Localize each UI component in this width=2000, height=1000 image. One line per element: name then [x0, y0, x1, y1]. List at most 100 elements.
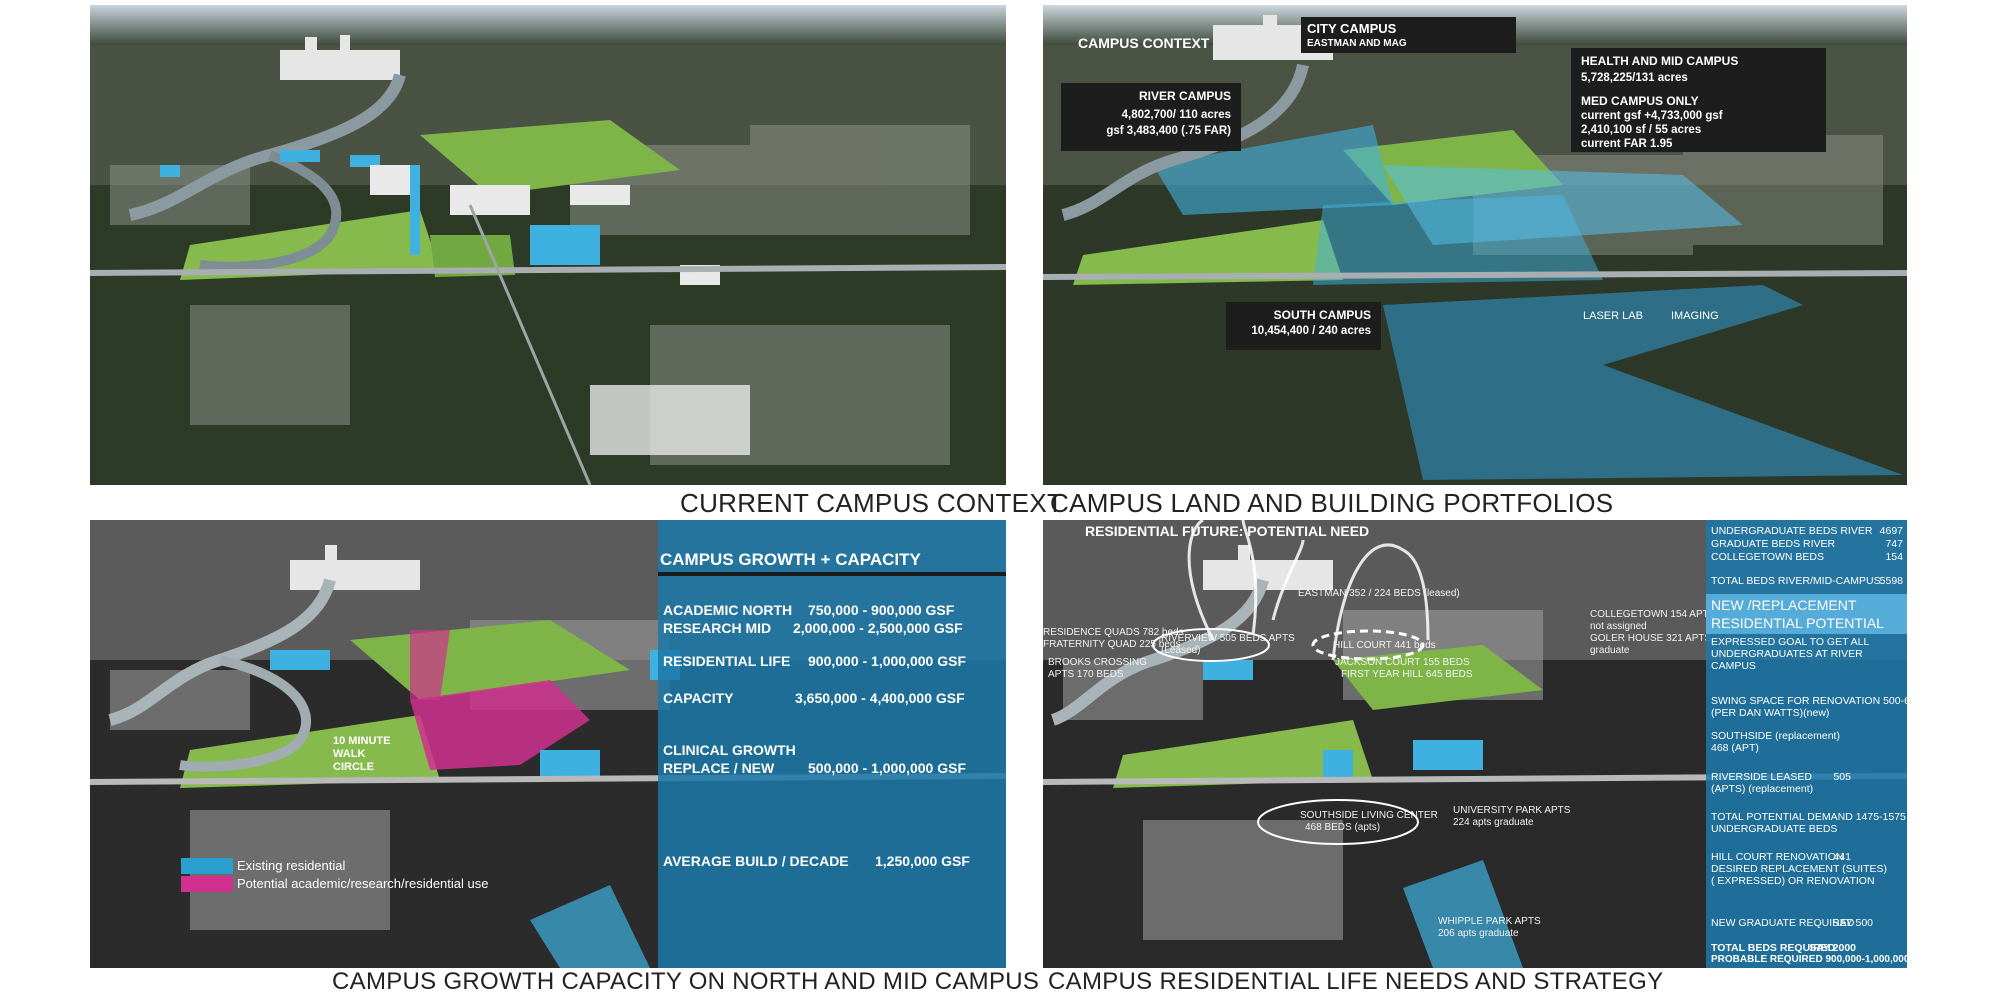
new-replacement-banner: NEW /REPLACEMENT RESIDENTIAL POTENTIAL: [1706, 594, 1907, 634]
expressed-goal-2: UNDERGRADUATES AT RIVER: [1711, 648, 1863, 660]
residential-potential-title: RESIDENTIAL POTENTIAL: [1711, 615, 1884, 631]
med-campus-gsf: current gsf +4,733,000 gsf: [1581, 110, 1723, 122]
aerial-map-image: [90, 5, 1006, 485]
new-graduate-required-value: SAY 500: [1832, 917, 1873, 929]
swing-space-2: (PER DAN WATTS)(new): [1711, 707, 1830, 719]
map-label-not-assigned: not assigned: [1590, 621, 1647, 632]
row-replace-new-label: REPLACE / NEW: [663, 760, 775, 776]
map-label-residence-quads: RESIDENCE QUADS 782 beds: [1043, 627, 1184, 638]
panel-land-building-portfolios: CAMPUS CONTEXT CITY CAMPUS EASTMAN AND M…: [1043, 5, 1907, 485]
legend-swatch-potential: [181, 876, 233, 892]
bed-collegetown-label: COLLEGETOWN BEDS: [1711, 551, 1824, 563]
legend-swatch-existing: [181, 858, 233, 874]
map-label-whipple-park: WHIPPLE PARK APTS: [1438, 916, 1541, 927]
caption-land-building-portfolios: CAMPUS LAND AND BUILDING PORTFOLIOS: [1050, 488, 1614, 518]
health-mid-campus-box: HEALTH AND MID CAMPUS 5,728,225/131 acre…: [1571, 48, 1826, 152]
walk-circle-label-3: CIRCLE: [333, 761, 374, 773]
riverside-leased: RIVERSIDE LEASED 505: [1711, 771, 1851, 783]
bed-total-river-mid: TOTAL BEDS RIVER/MID-CAMPUS 5598: [1711, 575, 1903, 587]
growth-capacity-panel: CAMPUS GROWTH + CAPACITY: [658, 520, 1006, 968]
caption-residential-life: CAMPUS RESIDENTIAL LIFE NEEDS AND STRATE…: [1048, 968, 1664, 995]
map-label-southside: SOUTHSIDE LIVING CENTER: [1300, 810, 1438, 821]
south-campus-box: SOUTH CAMPUS 10,454,400 / 240 acres: [1226, 302, 1381, 350]
hill-court-renovation-label: HILL COURT RENOVATION: [1711, 851, 1844, 863]
map-label-riverview: RIVERVIEW 505 BEDS APTS: [1161, 633, 1295, 644]
row-replace-new-value: 500,000 - 1,000,000 GSF: [808, 760, 966, 776]
south-campus-title: SOUTH CAMPUS: [1273, 308, 1371, 322]
row-residential-life-value: 900,000 - 1,000,000 GSF: [808, 653, 966, 669]
riverside-apts: (APTS) (replacement): [1711, 783, 1814, 795]
health-mid-area: 5,728,225/131 acres: [1581, 72, 1688, 84]
title-underline-bar: [658, 572, 1006, 576]
panel-current-campus-context: [90, 5, 1006, 485]
river-campus-gsf: gsf 3,483,400 (.75 FAR): [1106, 125, 1231, 137]
map-label-whipple-grad: 206 apts graduate: [1438, 928, 1519, 939]
map-label-riverview-leased: (Leased): [1161, 645, 1201, 656]
map-label-hill-court: HILL COURT 441 beds: [1333, 640, 1436, 651]
south-campus-area: 10,454,400 / 240 acres: [1251, 325, 1371, 337]
map-label-eastman: EASTMAN 352 / 224 BEDS (leased): [1298, 588, 1460, 599]
new-graduate-required-label: NEW GRADUATE REQUIRED: [1711, 917, 1855, 929]
campus-context-label: CAMPUS CONTEXT: [1078, 35, 1210, 51]
hill-court-desired: DESIRED REPLACEMENT (SUITES): [1711, 863, 1888, 875]
new-graduate-required: NEW GRADUATE REQUIRED SAY 500: [1711, 917, 1873, 929]
med-campus-title: MED CAMPUS ONLY: [1581, 94, 1699, 108]
map-label-fraternity-quad: FRATERNITY QUAD 225 beds: [1043, 639, 1181, 650]
bed-undergrad-river-value: 4697: [1879, 525, 1903, 537]
map-label-brooks-apts: APTS 170 BEDS: [1048, 669, 1124, 680]
river-campus-title: RIVER CAMPUS: [1138, 89, 1231, 103]
legend-label-potential: Potential academic/research/residential …: [237, 876, 489, 891]
map-label-goler-graduate: graduate: [1590, 645, 1630, 656]
row-capacity-label: CAPACITY: [663, 690, 734, 706]
southside-replacement-2: 468 (APT): [1711, 742, 1759, 754]
map-label-goler-house: GOLER HOUSE 321 APTS: [1590, 633, 1712, 644]
panel-growth-capacity: CAMPUS GROWTH + CAPACITY ACADEMIC NORTH …: [90, 520, 1006, 968]
riverside-leased-value: 505: [1833, 771, 1851, 783]
total-potential-demand: TOTAL POTENTIAL DEMAND 1475-1575: [1711, 811, 1906, 823]
map-label-jackson-court: JACKSON COURT 155 BEDS: [1335, 657, 1470, 668]
residential-needs-panel: UNDERGRADUATE BEDS RIVER 4697 GRADUATE B…: [1706, 520, 1907, 968]
riverside-leased-label: RIVERSIDE LEASED: [1711, 771, 1812, 783]
row-average-build-value: 1,250,000 GSF: [875, 853, 970, 869]
map-label-southside-beds: 468 BEDS (apts): [1305, 822, 1381, 833]
hill-court-expressed: ( EXPRESSED) OR RENOVATION: [1711, 875, 1875, 887]
bed-total-river-mid-label: TOTAL BEDS RIVER/MID-CAMPUS: [1711, 575, 1881, 587]
expressed-goal-1: EXPRESSED GOAL TO GET ALL: [1711, 636, 1870, 648]
bed-undergrad-river: UNDERGRADUATE BEDS RIVER 4697: [1711, 525, 1903, 537]
laser-lab-label: LASER LAB: [1583, 310, 1643, 322]
total-beds-required: TOTAL BEDS REQUIRED SAY 2000: [1711, 942, 1856, 954]
hill-court-renovation-value: 441: [1833, 851, 1851, 863]
row-clinical-growth-label: CLINICAL GROWTH: [663, 742, 796, 758]
swing-space-1: SWING SPACE FOR RENOVATION 500-600: [1711, 695, 1907, 707]
new-replacement-title: NEW /REPLACEMENT: [1711, 597, 1857, 613]
bed-grad-river-value: 747: [1885, 538, 1903, 550]
med-campus-area: 2,410,100 sf / 55 acres: [1581, 124, 1702, 136]
growth-capacity-title: CAMPUS GROWTH + CAPACITY: [660, 550, 921, 569]
map-label-university-park: UNIVERSITY PARK APTS: [1453, 805, 1571, 816]
row-academic-north-label: ACADEMIC NORTH: [663, 602, 793, 618]
southside-replacement-1: SOUTHSIDE (replacement): [1711, 730, 1840, 742]
river-campus-area: 4,802,700/ 110 acres: [1121, 109, 1231, 121]
bed-grad-river-label: GRADUATE BEDS RIVER: [1711, 538, 1836, 550]
row-research-mid-value: 2,000,000 - 2,500,000 GSF: [793, 620, 963, 636]
city-campus-title: CITY CAMPUS: [1307, 21, 1397, 36]
city-campus-subtitle: EASTMAN AND MAG: [1307, 38, 1407, 49]
walk-circle-label-2: WALK: [333, 748, 366, 760]
legend-label-existing: Existing residential: [237, 858, 346, 873]
walk-circle-label-1: 10 MINUTE: [333, 735, 391, 747]
map-label-collegetown: COLLEGETOWN 154 APTS: [1590, 609, 1716, 620]
total-beds-required-value: SAY 2000: [1809, 942, 1856, 954]
row-academic-north-value: 750,000 - 900,000 GSF: [808, 602, 955, 618]
map-label-university-park-grad: 224 apts graduate: [1453, 817, 1534, 828]
bed-grad-river: GRADUATE BEDS RIVER 747: [1711, 538, 1903, 550]
residential-future-title: RESIDENTIAL FUTURE: POTENTIAL NEED: [1085, 523, 1370, 539]
row-capacity-value: 3,650,000 - 4,400,000 GSF: [795, 690, 965, 706]
panel-residential-life: RESIDENTIAL FUTURE: POTENTIAL NEED EASTM…: [1043, 520, 1907, 968]
total-potential-undergrad: UNDERGRADUATE BEDS: [1711, 823, 1838, 835]
med-campus-far: current FAR 1.95: [1581, 138, 1673, 150]
map-label-brooks-crossing: BROOKS CROSSING: [1048, 657, 1147, 668]
total-beds-required-label: TOTAL BEDS REQUIRED: [1711, 942, 1836, 954]
bed-collegetown: COLLEGETOWN BEDS 154: [1711, 551, 1903, 563]
health-mid-title: HEALTH AND MID CAMPUS: [1581, 54, 1739, 68]
